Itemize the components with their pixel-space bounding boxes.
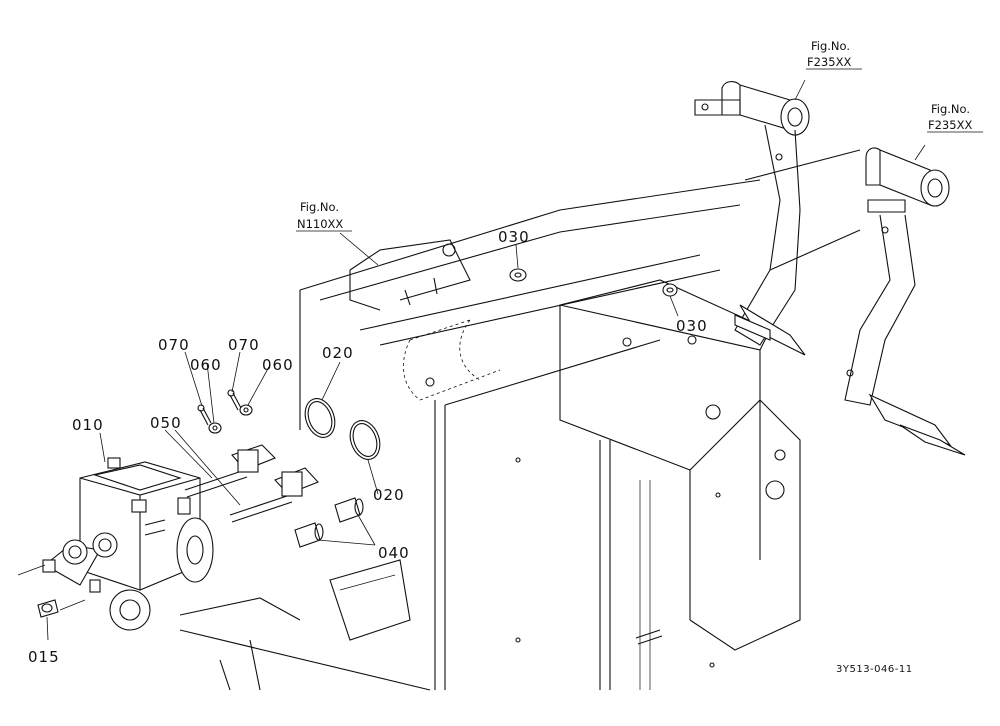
fig-ref-code: N110XX — [297, 217, 343, 231]
callout-030-lower: 030 — [676, 317, 708, 335]
frame-assembly — [179, 179, 801, 691]
pins-washers — [197, 389, 253, 434]
drawing-code: 3Y513-046-11 — [836, 664, 913, 675]
callout-015: 015 — [28, 648, 60, 666]
washers-030 — [509, 268, 678, 297]
valve-body — [17, 457, 214, 631]
push-rods — [184, 444, 319, 523]
callout-030-upper: 030 — [498, 228, 530, 246]
callout-060-right: 060 — [262, 356, 294, 374]
fig-ref-code: F235XX — [807, 55, 851, 69]
callout-020-lower: 020 — [373, 486, 405, 504]
callout-060-left: 060 — [190, 356, 222, 374]
fig-ref-label: Fig.No. — [811, 39, 850, 53]
callout-010: 010 — [72, 416, 104, 434]
callout-070-left: 070 — [158, 336, 190, 354]
fig-ref-label: Fig.No. — [931, 102, 970, 116]
figure-reference-right: Fig.No. F235XX — [927, 102, 983, 133]
fig-ref-code: F235XX — [928, 118, 972, 132]
callout-020-upper: 020 — [322, 344, 354, 362]
o-rings-020 — [304, 398, 381, 460]
fig-ref-label: Fig.No. — [300, 200, 339, 214]
nut-015 — [37, 599, 59, 618]
callout-050: 050 — [150, 414, 182, 432]
figure-reference-center: Fig.No. N110XX — [296, 200, 352, 232]
callout-040: 040 — [378, 544, 410, 562]
callout-070-right: 070 — [228, 336, 260, 354]
leader-lines — [46, 79, 926, 641]
pins-040 — [294, 497, 364, 548]
figure-reference-top: Fig.No. F235XX — [806, 39, 862, 70]
pedal-assembly — [694, 81, 966, 456]
callout-labels: 010 015 070 060 070 060 050 020 020 040 … — [28, 228, 708, 666]
